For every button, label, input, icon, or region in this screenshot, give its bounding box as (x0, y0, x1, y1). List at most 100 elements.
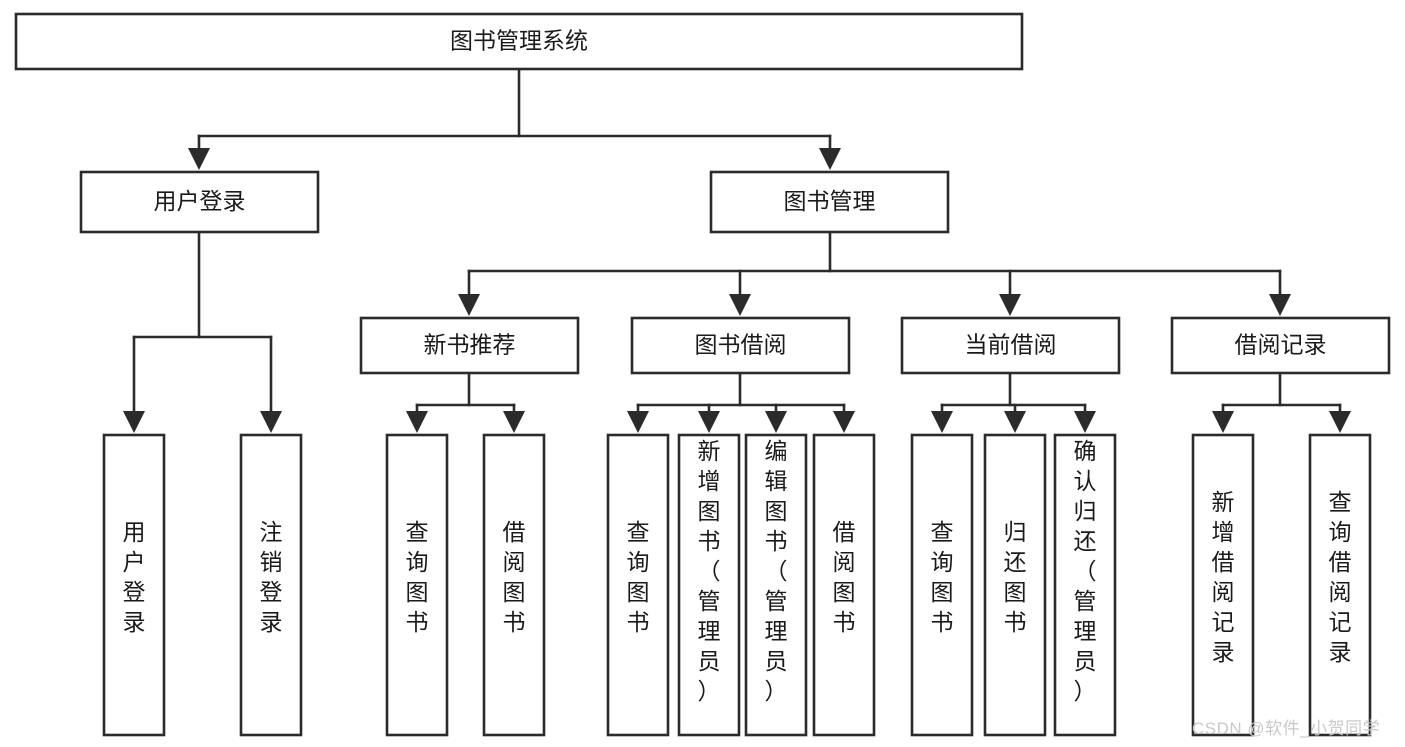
node-leaf-return-book[interactable]: 归还图书 (983, 433, 1047, 737)
arrow-head-icon (458, 294, 480, 316)
arrow-head-icon (931, 411, 953, 433)
node-label-leaf-user-login: 用户登录 (123, 519, 146, 635)
node-label-leaf-return-book: 归还图书 (1004, 519, 1027, 635)
node-label-borrow-record: 借阅记录 (1235, 332, 1327, 358)
arrow-head-icon (1004, 411, 1026, 433)
connector-user-login-drop-2 (260, 335, 282, 433)
arrow-head-icon (765, 411, 787, 433)
node-label-leaf-logout: 注销登录 (260, 519, 283, 635)
node-label-leaf-borrow-book-2: 借阅图书 (833, 519, 856, 635)
node-leaf-query-record[interactable]: 查询借阅记录 (1308, 433, 1372, 737)
node-box-user-login[interactable] (79, 170, 320, 234)
node-leaf-user-login[interactable]: 用户登录 (102, 433, 166, 737)
connector-l1-drop-user-login (188, 134, 210, 170)
arrow-head-icon (627, 411, 649, 433)
connector-l1-drop-book-manage (819, 134, 841, 170)
connector-br-drop-2 (1329, 403, 1351, 433)
node-box-current-borrow[interactable] (900, 316, 1121, 375)
node-leaf-borrow-book-1[interactable]: 借阅图书 (482, 433, 546, 737)
arrow-head-icon (1269, 294, 1291, 316)
connector-cb-drop-1 (931, 403, 953, 433)
node-box-leaf-query-book-3[interactable] (910, 433, 974, 737)
node-new-book-recommend[interactable]: 新书推荐 (359, 316, 580, 375)
node-leaf-logout[interactable]: 注销登录 (239, 433, 303, 737)
arrow-head-icon (819, 148, 841, 170)
arrow-head-icon (729, 294, 751, 316)
connector-cb-drop-2 (1004, 403, 1026, 433)
node-box-leaf-query-book-1[interactable] (385, 433, 449, 737)
csdn-watermark: CSDN @软件_小贺同学 (1192, 719, 1381, 738)
node-box-leaf-user-login[interactable] (102, 433, 166, 737)
node-label-leaf-borrow-book-1: 借阅图书 (503, 519, 526, 635)
connector-bb-drop-4 (833, 403, 855, 433)
node-box-leaf-add-record[interactable] (1191, 433, 1255, 737)
connector-bm-drop-3 (999, 269, 1021, 316)
node-box-leaf-query-record[interactable] (1308, 433, 1372, 737)
node-root[interactable]: 图书管理系统 (14, 12, 1024, 71)
arrow-head-icon (123, 411, 145, 433)
node-box-new-book-recommend[interactable] (359, 316, 580, 375)
node-leaf-add-record[interactable]: 新增借阅记录 (1191, 433, 1255, 737)
node-box-book-manage[interactable] (709, 170, 950, 234)
node-box-leaf-query-book-2[interactable] (606, 433, 670, 737)
node-book-manage[interactable]: 图书管理 (709, 170, 950, 234)
connector-bm-drop-4 (1269, 269, 1291, 316)
node-box-leaf-borrow-book-1[interactable] (482, 433, 546, 737)
node-leaf-edit-book[interactable]: 编辑图书（管理员） (744, 433, 808, 737)
connector-nbr-drop-2 (503, 403, 525, 433)
connector-bb-drop-1 (627, 403, 649, 433)
arrow-head-icon (406, 411, 428, 433)
connector-br-drop-1 (1212, 403, 1234, 433)
node-label-leaf-query-book-1: 查询图书 (406, 519, 429, 635)
connector-bm-drop-1 (458, 269, 480, 316)
arrow-head-icon (1212, 411, 1234, 433)
node-label-leaf-query-record: 查询借阅记录 (1329, 489, 1352, 665)
connector-nbr-drop-1 (406, 403, 428, 433)
node-box-book-borrow[interactable] (630, 316, 851, 375)
node-leaf-query-book-3[interactable]: 查询图书 (910, 433, 974, 737)
node-label-root: 图书管理系统 (450, 28, 588, 54)
node-label-leaf-edit-book: 编辑图书（管理员） (765, 438, 788, 704)
node-label-user-login: 用户登录 (154, 188, 246, 214)
node-label-book-manage: 图书管理 (784, 188, 876, 214)
arrow-head-icon (833, 411, 855, 433)
connector-bb-drop-3 (765, 403, 787, 433)
node-borrow-record[interactable]: 借阅记录 (1170, 316, 1391, 375)
node-box-root[interactable] (14, 12, 1024, 71)
node-label-leaf-add-record: 新增借阅记录 (1212, 489, 1235, 665)
arrow-head-icon (260, 411, 282, 433)
node-leaf-borrow-book-2[interactable]: 借阅图书 (812, 433, 876, 737)
nodes-layer: 图书管理系统用户登录图书管理新书推荐图书借阅当前借阅借阅记录用户登录注销登录查询… (14, 12, 1391, 737)
arrow-head-icon (999, 294, 1021, 316)
arrow-head-icon (188, 148, 210, 170)
node-leaf-query-book-1[interactable]: 查询图书 (385, 433, 449, 737)
arrow-head-icon (1329, 411, 1351, 433)
connector-bb-drop-2 (698, 403, 720, 433)
node-box-leaf-add-book[interactable] (677, 433, 741, 737)
node-box-leaf-edit-book[interactable] (744, 433, 808, 737)
arrow-head-icon (503, 411, 525, 433)
connectors-layer (123, 67, 1351, 433)
node-label-book-borrow: 图书借阅 (695, 332, 787, 358)
connector-cb-drop-3 (1074, 403, 1096, 433)
node-label-leaf-query-book-2: 查询图书 (627, 519, 650, 635)
node-leaf-add-book[interactable]: 新增图书（管理员） (677, 433, 741, 737)
node-user-login[interactable]: 用户登录 (79, 170, 320, 234)
node-label-leaf-query-book-3: 查询图书 (931, 519, 954, 635)
node-book-borrow[interactable]: 图书借阅 (630, 316, 851, 375)
node-box-leaf-logout[interactable] (239, 433, 303, 737)
node-box-leaf-confirm-return[interactable] (1053, 433, 1117, 737)
arrow-head-icon (1074, 411, 1096, 433)
node-box-leaf-return-book[interactable] (983, 433, 1047, 737)
connector-user-login-drop-1 (123, 335, 145, 433)
node-label-current-borrow: 当前借阅 (965, 332, 1057, 358)
node-current-borrow[interactable]: 当前借阅 (900, 316, 1121, 375)
node-leaf-confirm-return[interactable]: 确认归还（管理员） (1053, 433, 1117, 737)
node-leaf-query-book-2[interactable]: 查询图书 (606, 433, 670, 737)
node-label-leaf-confirm-return: 确认归还（管理员） (1074, 438, 1097, 704)
node-label-new-book-recommend: 新书推荐 (424, 332, 516, 358)
node-box-borrow-record[interactable] (1170, 316, 1391, 375)
node-box-leaf-borrow-book-2[interactable] (812, 433, 876, 737)
